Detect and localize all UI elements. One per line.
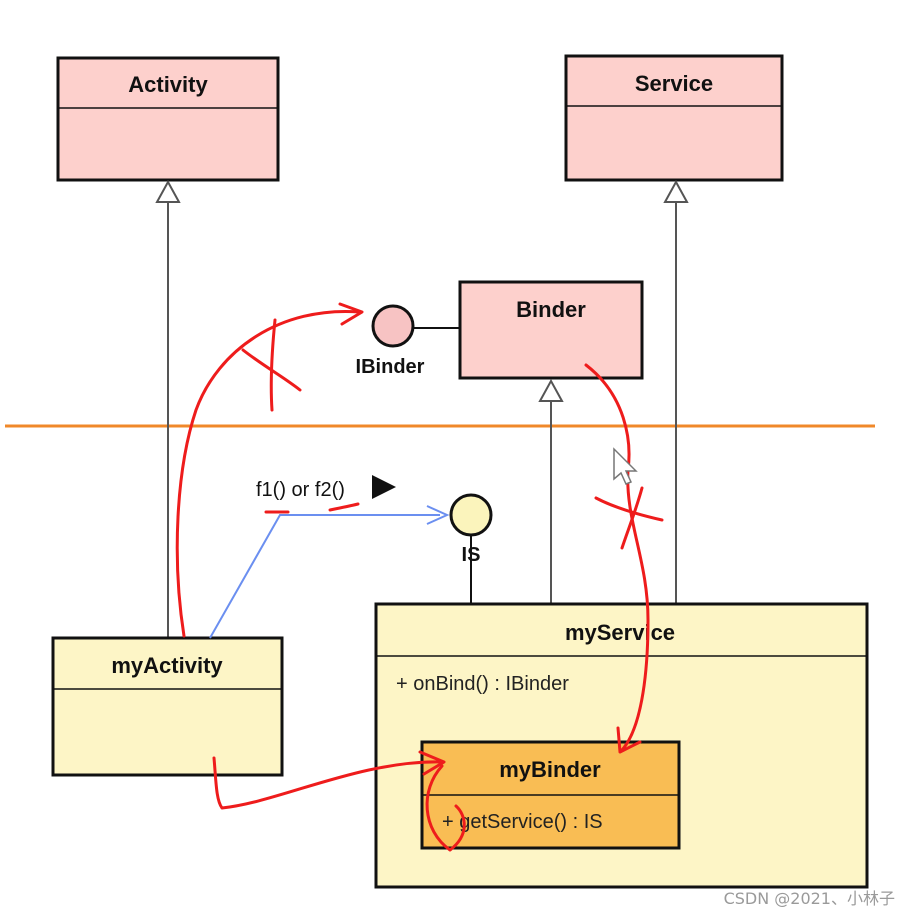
interface-is[interactable]: IS xyxy=(449,493,493,604)
red-cross-mark-right xyxy=(594,496,664,522)
class-activity[interactable]: Activity xyxy=(56,56,280,182)
ibinder-label: IBinder xyxy=(356,356,425,378)
watermark: CSDN @2021、小林子 xyxy=(724,889,895,908)
class-mybinder[interactable]: myBinder + getService() : IS xyxy=(420,740,681,850)
class-service-title: Service xyxy=(635,71,713,96)
generalization-arrowhead-binder xyxy=(538,378,564,402)
red-annotations xyxy=(175,302,664,852)
red-curve-binder-to-mybinder xyxy=(584,363,650,752)
red-loop-getservice xyxy=(425,764,466,852)
red-arrowhead-activity-mybinder xyxy=(418,750,446,776)
mouse-cursor-icon xyxy=(613,447,638,485)
class-myactivity-title: myActivity xyxy=(111,653,223,678)
class-myservice-member: + onBind() : IBinder xyxy=(396,673,569,695)
red-curve-activity-to-ibinder xyxy=(175,309,362,638)
is-circle xyxy=(449,493,493,537)
class-service-box xyxy=(564,54,784,182)
call-arrow-path xyxy=(209,514,440,639)
interface-ibinder[interactable]: IBinder xyxy=(356,304,460,378)
call-direction-triangle-icon xyxy=(372,475,396,499)
class-myservice-title: myService xyxy=(565,620,675,645)
class-mybinder-title: myBinder xyxy=(499,757,601,782)
class-binder[interactable]: Binder xyxy=(458,280,644,380)
call-arrow-to-is xyxy=(209,505,450,639)
class-myactivity[interactable]: myActivity xyxy=(51,636,284,777)
red-tick-f2 xyxy=(328,502,360,512)
generalization-arrowhead-service xyxy=(663,179,689,203)
call-label: f1() or f2() xyxy=(256,479,345,501)
class-binder-title: Binder xyxy=(516,297,586,322)
class-mybinder-member: + getService() : IS xyxy=(442,811,603,833)
class-activity-title: Activity xyxy=(128,72,208,97)
red-arrowhead-mybinder xyxy=(616,726,642,754)
red-cross-mark-left-2 xyxy=(269,318,277,412)
red-curve-activity-to-mybinder xyxy=(212,756,444,810)
call-arrow-head xyxy=(426,505,450,525)
class-myactivity-box xyxy=(51,636,284,777)
red-arrowhead-ibinder xyxy=(338,302,364,326)
class-service[interactable]: Service xyxy=(564,54,784,182)
generalization-arrowhead-activity xyxy=(155,179,181,203)
is-label: IS xyxy=(462,544,481,566)
class-binder-box xyxy=(458,280,644,380)
red-cross-mark-right-2 xyxy=(620,486,644,550)
ibinder-circle xyxy=(371,304,415,348)
